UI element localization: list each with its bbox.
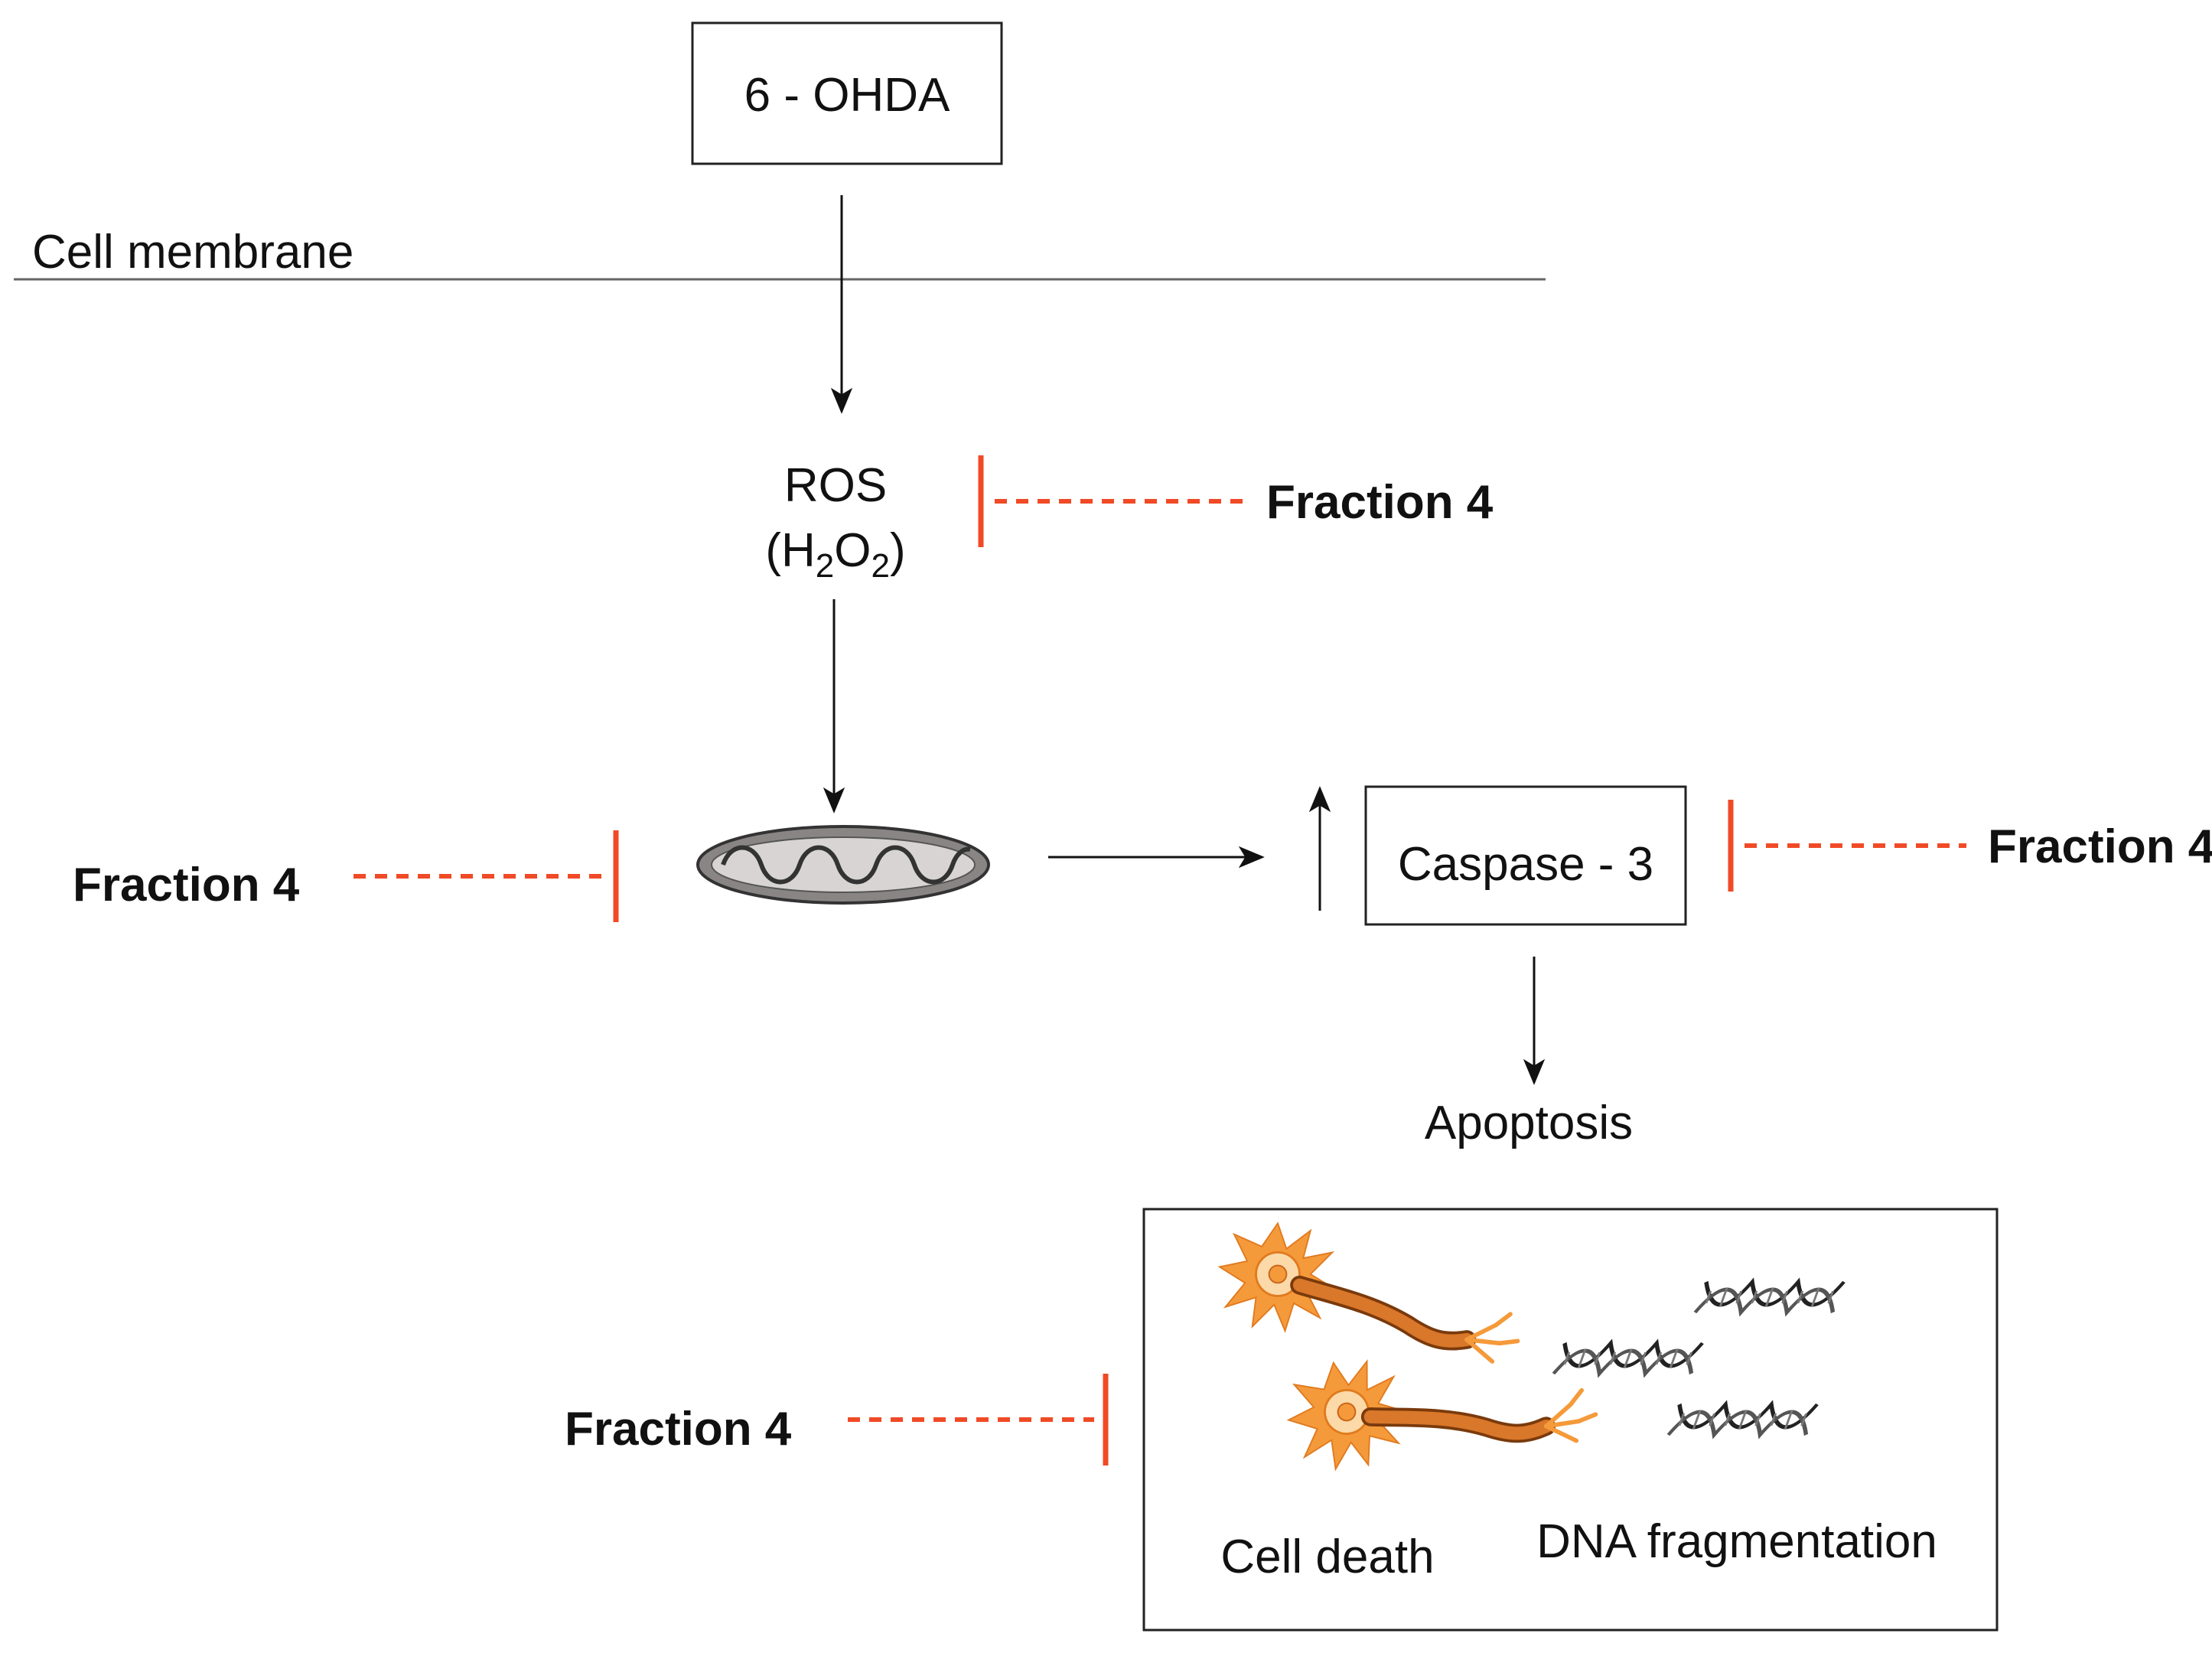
caspase-label: Caspase - 3 [1398, 838, 1653, 891]
membrane-label: Cell membrane [32, 226, 353, 279]
cell-death-label: Cell death [1220, 1531, 1434, 1583]
mito-inhibitor-label: Fraction 4 [73, 859, 300, 911]
mitochondrion-icon [696, 825, 990, 905]
ros-formula: (H2O2) [765, 524, 905, 585]
apoptosis-label: Apoptosis [1425, 1097, 1633, 1149]
ros-label: ROS [784, 459, 887, 512]
dna-fragmentation-label: DNA fragmentation [1536, 1515, 1937, 1568]
caspase-box [1364, 785, 1687, 926]
ohda-box [691, 21, 1003, 165]
ohda-label: 6 - OHDA [744, 69, 950, 122]
ros-inhibitor-label: Fraction 4 [1266, 476, 1494, 529]
outcome-inhibitor-label: Fraction 4 [565, 1403, 792, 1456]
caspase-inhibitor-label: Fraction 4 [1988, 820, 2212, 873]
